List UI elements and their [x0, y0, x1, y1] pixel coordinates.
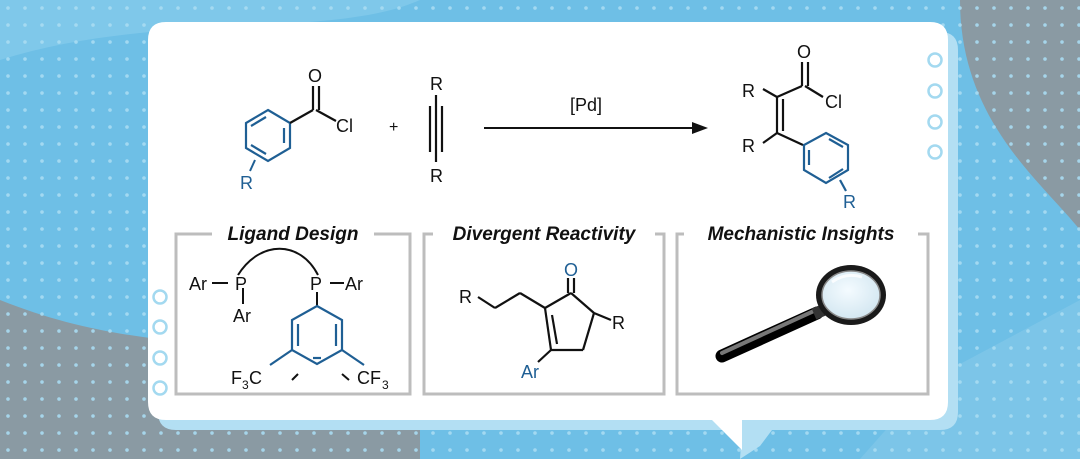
plus-sign: + [389, 119, 398, 136]
decorative-circle-icon [927, 52, 943, 68]
cf3-right-cf: CF [357, 368, 381, 388]
decorative-circles-right [927, 52, 943, 160]
mechanistic-insights-panel: Mechanistic Insights [675, 224, 930, 396]
panel-title-ligand-design: Ligand Design [228, 224, 359, 245]
ligand-p-right: P [310, 274, 322, 294]
decorative-circles-left [152, 289, 168, 396]
panel-title-divergent-reactivity: Divergent Reactivity [453, 224, 637, 245]
cf3-left-label: F 3 C [231, 368, 262, 392]
reaction-arrow: [Pd] [484, 95, 708, 134]
alkyne-structure: R R [428, 74, 444, 186]
carbonyl-oxygen-label: O [308, 66, 322, 86]
cf3-left-subscript: 3 [242, 378, 249, 392]
panel-title-mechanistic-insights: Mechanistic Insights [708, 224, 895, 245]
divergent-reactivity-panel: Divergent Reactivity R O R Ar [422, 224, 666, 396]
catalyst-label: [Pd] [570, 95, 602, 115]
cyclopentenone-r-chain: R [459, 287, 472, 307]
cyclopentenone-r-ring: R [612, 313, 625, 333]
product-structure: O Cl R R R [742, 42, 856, 212]
decorative-circle-icon [152, 319, 168, 335]
ligand-design-panel: Ligand Design Ar P Ar P Ar F 3 C [174, 224, 412, 396]
ligand-ar-right: Ar [345, 274, 363, 294]
decorative-circle-icon [152, 289, 168, 305]
decorative-circle-icon [152, 350, 168, 366]
ligand-ar-left: Ar [189, 274, 207, 294]
decorative-circle-icon [927, 114, 943, 130]
chloride-label: Cl [336, 116, 353, 136]
cf3-left-c: C [249, 368, 262, 388]
cf3-left-f: F [231, 368, 242, 388]
decorative-circle-icon [927, 144, 943, 160]
alkyne-substituent-top: R [430, 74, 443, 94]
product-substituent-mid: R [742, 136, 755, 156]
decorative-circle-icon [927, 83, 943, 99]
ligand-ar-below: Ar [233, 306, 251, 326]
aryl-substituent-label: R [240, 173, 253, 193]
cf3-right-subscript: 3 [382, 378, 389, 392]
product-substituent-top: R [742, 81, 755, 101]
reaction-scheme: O Cl R + R R [Pd] [240, 42, 856, 212]
cf3-right-label: CF 3 [357, 368, 389, 392]
cyclopentenone-oxygen: O [564, 260, 578, 280]
ligand-p-left: P [235, 274, 247, 294]
product-chloride-label: Cl [825, 92, 842, 112]
cyclopentenone-aryl: Ar [521, 362, 539, 382]
decorative-circle-icon [152, 380, 168, 396]
product-aryl-substituent: R [843, 192, 856, 212]
magnifying-glass-icon [715, 265, 886, 363]
product-oxygen-label: O [797, 42, 811, 62]
benzoyl-chloride-structure: O Cl R [240, 66, 353, 193]
alkyne-substituent-bottom: R [430, 166, 443, 186]
